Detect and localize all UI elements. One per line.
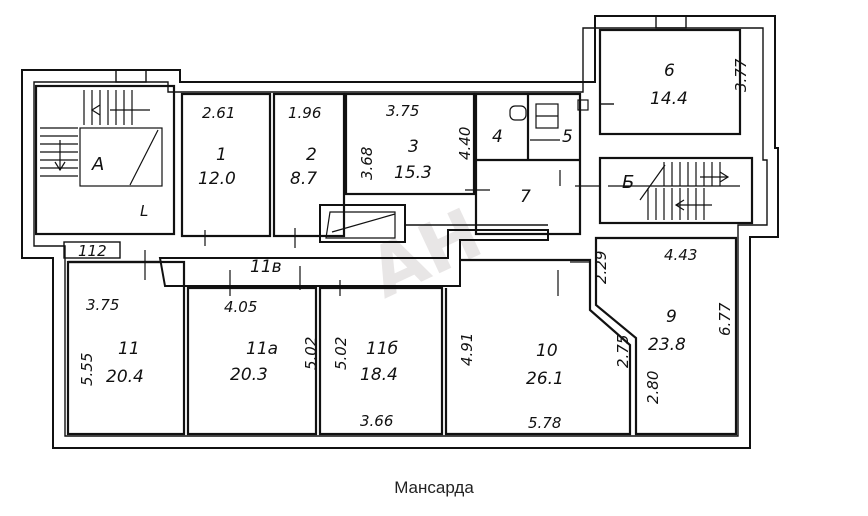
room-11a-dim-top: 4.05	[224, 298, 257, 316]
watermark: АН	[357, 192, 494, 314]
room-11b-dim-left: 5.02	[332, 337, 350, 370]
room-11a-dim-right: 5.02	[302, 337, 320, 370]
floor-plan: АН А	[21, 15, 779, 449]
room-11b-dim-bottom: 3.66	[360, 412, 393, 430]
plan-caption: Мансарда	[394, 478, 474, 497]
room-1-number: 1	[216, 145, 227, 165]
room-3-dim-right: 4.40	[456, 127, 474, 160]
room-11-dim-left: 5.55	[78, 353, 96, 386]
top-rooms-walls	[158, 28, 742, 287]
staircase-a: А L	[34, 84, 176, 236]
room-6-area: 14.4	[650, 89, 688, 109]
room-11b-number: 11б	[366, 339, 398, 359]
room-3-dim-left: 3.68	[358, 147, 376, 180]
room-11a-area: 20.3	[230, 365, 268, 385]
room-9-dim-bottom: 2.80	[644, 371, 662, 404]
room-1-dim: 2.61	[202, 104, 235, 122]
room-10-number: 10	[536, 341, 558, 361]
room-10-area: 26.1	[526, 369, 564, 389]
room-6-dim: 3.77	[732, 58, 750, 92]
room-7-number: 7	[520, 187, 531, 207]
room-9-dim-left: 2.29	[592, 251, 610, 284]
room-9-dim-right: 6.77	[716, 302, 734, 336]
room-2-number: 2	[306, 145, 317, 165]
room-10-dim-left: 4.91	[458, 333, 476, 366]
room-5-number: 5	[562, 127, 573, 147]
staircase-a-letter: А	[91, 154, 104, 175]
room-9-area: 23.8	[648, 335, 686, 355]
room-3-dim-top: 3.75	[386, 102, 419, 120]
room-4-number: 4	[492, 127, 503, 147]
bottom-rooms-walls	[63, 236, 738, 436]
room-6-number: 6	[664, 61, 675, 81]
room-9-number: 9	[666, 307, 677, 327]
door-marks	[144, 170, 600, 296]
room-2-dim: 1.96	[288, 104, 321, 122]
room-112-number: 112	[78, 242, 107, 260]
room-11b-area: 18.4	[360, 365, 398, 385]
room-11-number: 11	[118, 339, 140, 359]
room-11a-number: 11а	[246, 339, 278, 359]
staircase-b-letter: Б	[622, 172, 634, 193]
room-3-number: 3	[408, 137, 419, 157]
bathroom-fixtures-icon	[509, 99, 589, 141]
room-11-dim-top: 3.75	[86, 296, 119, 314]
staircase-b: Б	[598, 156, 754, 225]
room-2-area: 8.7	[290, 169, 317, 189]
room-11v-number: 11в	[250, 257, 282, 277]
room-1-area: 12.0	[198, 169, 236, 189]
room-10-dim-bottom: 5.78	[528, 414, 561, 432]
outer-walls	[21, 15, 779, 449]
staircase-a-mark: L	[140, 202, 148, 220]
room-9-dim-top: 4.43	[664, 246, 697, 264]
room-10-dim-right: 2.75	[614, 335, 632, 368]
room-11-area: 20.4	[106, 367, 144, 387]
room-3-area: 15.3	[394, 163, 432, 183]
